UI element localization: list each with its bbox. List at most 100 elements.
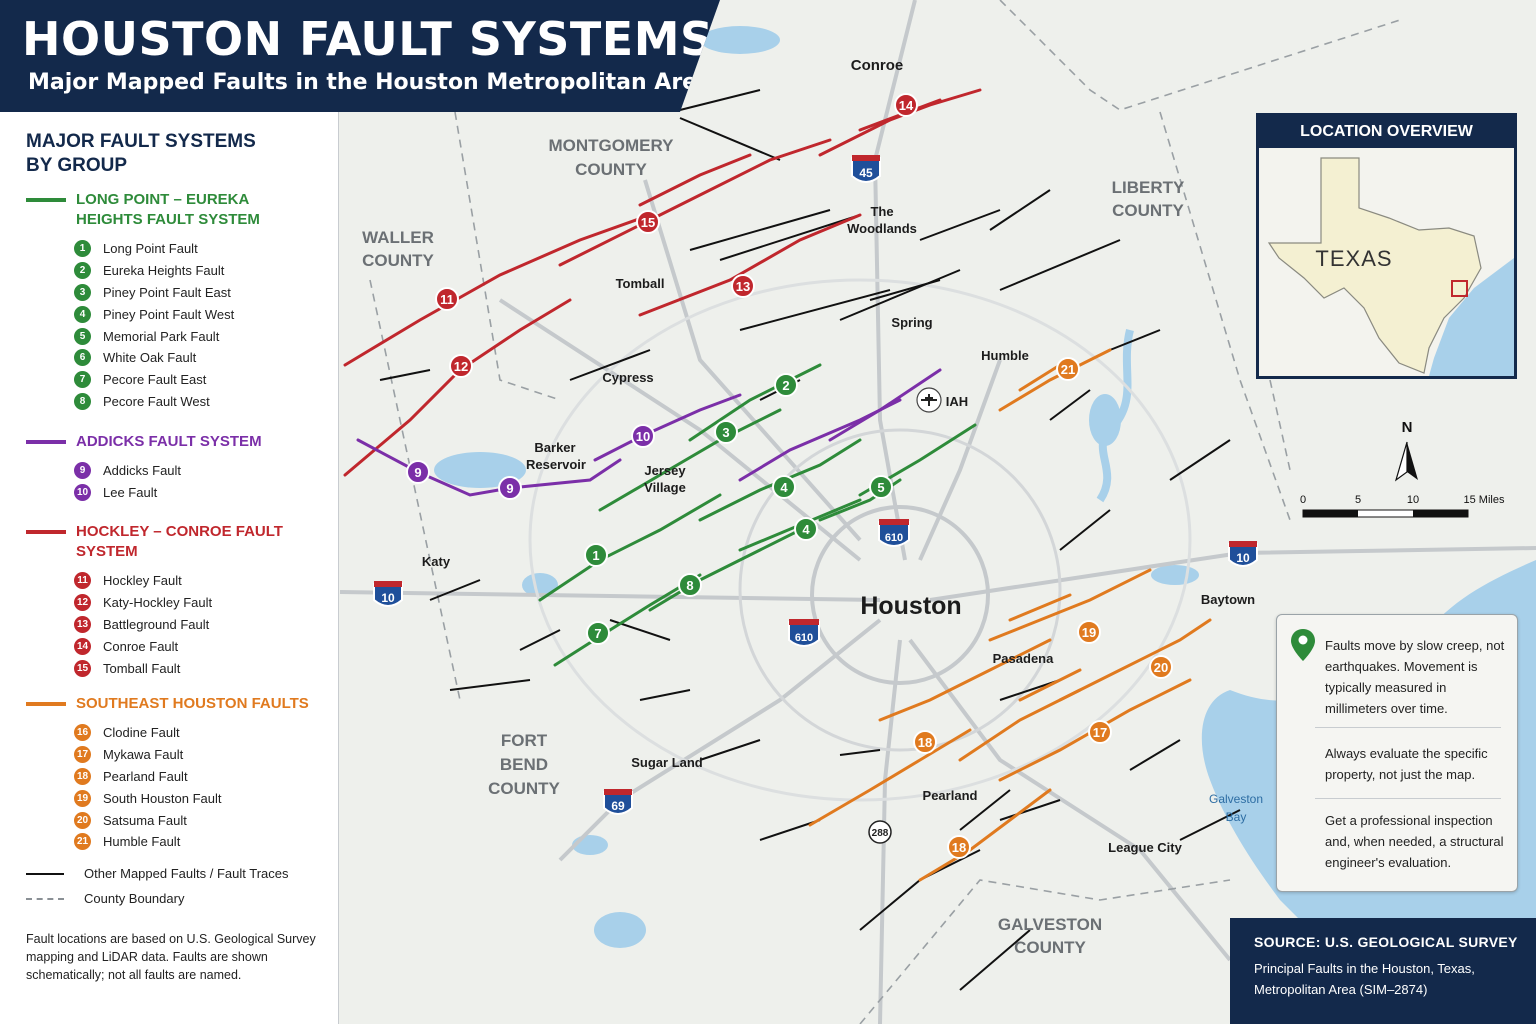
- orange-line-swatch: [26, 702, 66, 706]
- legend-county-boundary: County Boundary: [26, 891, 184, 906]
- marker-15: 15: [636, 210, 660, 234]
- group-title: SOUTHEAST HOUSTON FAULTS: [76, 695, 309, 712]
- county-line-3: [999, 0, 1401, 111]
- other-fault: [919, 209, 1001, 241]
- svg-text:15 Miles: 15 Miles: [1464, 494, 1505, 506]
- other-fault: [699, 739, 761, 761]
- fault-19-south-houston: [988, 568, 1152, 642]
- svg-text:288: 288: [872, 828, 889, 839]
- marker-18: 18: [913, 730, 937, 754]
- other-fault: [679, 117, 781, 161]
- svg-text:5: 5: [1355, 494, 1361, 506]
- county-galveston-2: COUNTY: [1014, 938, 1086, 957]
- other-fault: [1049, 389, 1091, 421]
- fault-11-hockley: [343, 213, 652, 367]
- us69: [558, 618, 882, 862]
- county-fortbend-1: FORT: [501, 731, 548, 750]
- source-box: SOURCE: U.S. GEOLOGICAL SURVEY Principal…: [1230, 918, 1536, 1024]
- county-fortbend-2: BEND: [500, 755, 548, 774]
- marker-14: 14: [894, 93, 918, 117]
- marker-18b: 18: [947, 835, 971, 859]
- marker-4: 4: [772, 475, 796, 499]
- label-jersey-2: Village: [644, 480, 686, 495]
- divider: [1315, 798, 1501, 799]
- fault-8-pecore-west: [648, 528, 802, 612]
- other-fault: [1179, 809, 1241, 841]
- legend-heading: MAJOR FAULT SYSTEMS BY GROUP: [26, 131, 256, 176]
- lake-conroe: [700, 26, 780, 54]
- label-houston: Houston: [860, 592, 961, 620]
- svg-text:21: 21: [1061, 362, 1075, 377]
- legend-note: Fault locations are based on U.S. Geolog…: [26, 932, 316, 982]
- county-galveston-1: GALVESTON: [998, 915, 1102, 934]
- marker-8: 8: [678, 573, 702, 597]
- marker-21: 21: [1056, 357, 1080, 381]
- fault-15-tomball: [558, 138, 832, 267]
- county-line-1: [454, 111, 561, 401]
- svg-text:9: 9: [414, 465, 421, 480]
- fault-2-eureka-heights: [688, 363, 822, 442]
- svg-text:15: 15: [641, 215, 655, 230]
- tx288-shield: 288: [868, 820, 892, 844]
- svg-text:8: 8: [686, 578, 693, 593]
- fault-orange-extra: [958, 688, 1082, 762]
- i10-west: [339, 590, 881, 602]
- other-fault: [999, 239, 1121, 291]
- marker-19: 19: [1077, 620, 1101, 644]
- svg-text:10: 10: [381, 591, 395, 605]
- fault-20-satsuma: [1058, 618, 1212, 702]
- legend-other-faults: Other Mapped Faults / Fault Traces: [26, 866, 288, 881]
- grand-parkway: [528, 278, 1192, 802]
- i10-shield-east: 10: [1228, 541, 1258, 567]
- svg-text:610: 610: [795, 632, 813, 644]
- hwy-249: [643, 179, 862, 542]
- other-fault: [959, 789, 1011, 831]
- tips-box: Faults move by slow creep, not earthquak…: [1276, 614, 1518, 892]
- svg-text:10: 10: [1407, 494, 1419, 506]
- county-montgomery-1: MONTGOMERY: [549, 136, 675, 155]
- other-fault: [569, 349, 651, 381]
- other-fault: [379, 369, 431, 381]
- label-spring: Spring: [891, 315, 932, 330]
- svg-text:20: 20: [1154, 660, 1168, 675]
- marker-2: 2: [774, 373, 798, 397]
- svg-text:45: 45: [859, 166, 873, 180]
- other-fault: [959, 929, 1031, 991]
- label-conroe: Conroe: [851, 57, 904, 74]
- county-liberty-1: LIBERTY: [1112, 178, 1185, 197]
- fault-18b: [878, 638, 1052, 722]
- lake-1: [522, 573, 558, 597]
- legend-panel: MAJOR FAULT SYSTEMS BY GROUP LONG POINT …: [0, 112, 339, 1024]
- other-fault: [449, 679, 531, 691]
- red-line-swatch: [26, 530, 66, 534]
- other-fault: [1059, 509, 1111, 551]
- loop-610: [810, 505, 990, 685]
- fault-purple-extra: [828, 368, 942, 442]
- other-fault: [839, 269, 961, 321]
- label-humble: Humble: [981, 348, 1029, 363]
- marker-12: 12: [449, 354, 473, 378]
- texas-shape: [1267, 157, 1482, 374]
- hwy-59n: [918, 359, 1002, 561]
- other-fault: [639, 689, 691, 701]
- svg-text:10: 10: [636, 429, 650, 444]
- svg-text:N: N: [1402, 419, 1413, 436]
- svg-text:0: 0: [1300, 494, 1306, 506]
- i610-shield-south: 610: [788, 619, 820, 647]
- other-fault: [839, 749, 881, 756]
- fault-19b: [1008, 593, 1072, 622]
- county-line-2: [369, 279, 461, 701]
- i45-shield: 45: [851, 155, 881, 183]
- svg-text:2: 2: [782, 378, 789, 393]
- svg-text:7: 7: [594, 626, 601, 641]
- label-jersey-1: Jersey: [644, 463, 686, 478]
- other-fault: [1109, 329, 1161, 351]
